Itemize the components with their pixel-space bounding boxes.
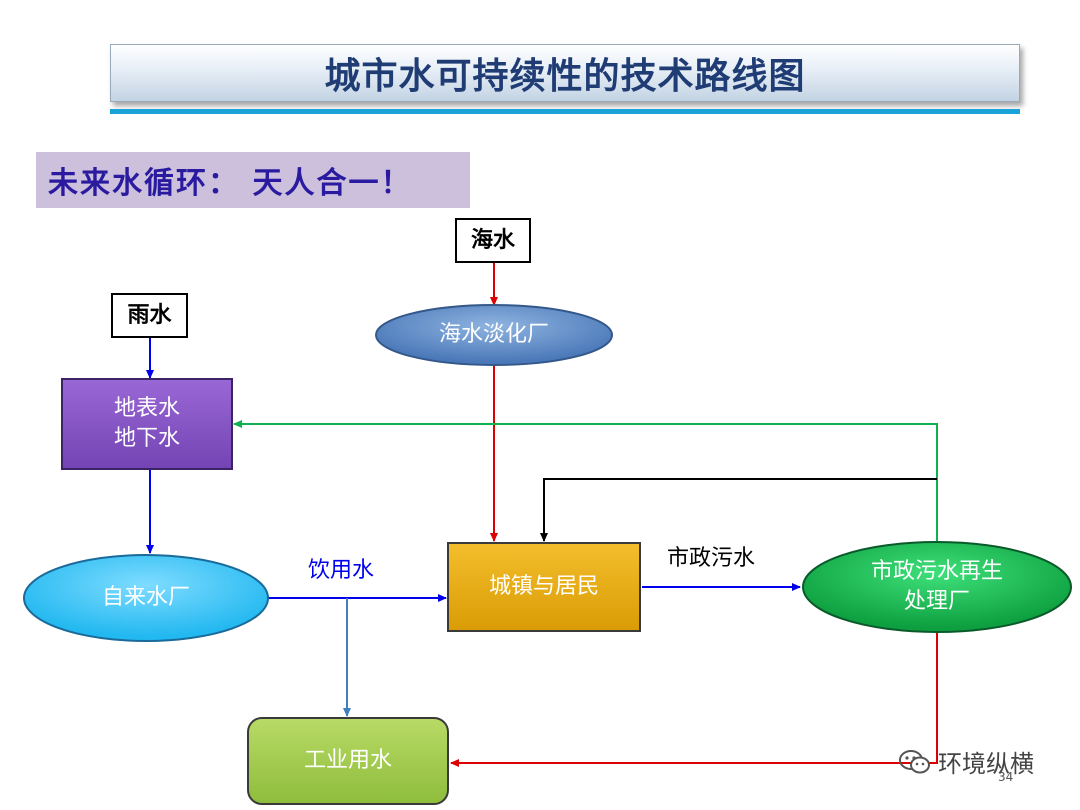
drinking-water-label: 饮用水 [308, 558, 375, 583]
surface-groundwater-shape [61, 378, 233, 470]
subtitle: 未来水循环： 天人合一！ [48, 166, 413, 201]
waterworks-label: 自来水厂 [101, 585, 190, 611]
wechat-icon [899, 749, 930, 773]
reclaim-label-line2: 处理厂 [903, 589, 970, 614]
arrow-reclaim-to-town [540, 478, 937, 542]
arrow-reclaim-to-surface [233, 420, 938, 541]
surface-water-label: 地表水 [113, 396, 180, 422]
municipal-sewage-label: 市政污水 [667, 546, 756, 571]
industrial-water: 工业用水 [248, 718, 448, 804]
town-label: 城镇与居民 [488, 574, 599, 600]
page-number: 34 [998, 770, 1014, 784]
seawater-label: 海水 [470, 227, 515, 253]
waterworks-shape [23, 554, 269, 642]
reclaim-plant: 市政污水再生 处理厂 [803, 542, 1071, 632]
desalination-plant-shape [375, 304, 613, 366]
seawater-box: 海水 [455, 218, 531, 263]
title-underline [110, 109, 1020, 114]
title-banner: 城市水可持续性的技术路线图 [110, 44, 1020, 102]
desalination-label: 海水淡化厂 [438, 322, 549, 348]
subtitle-banner: 未来水循环： 天人合一！ [36, 152, 470, 208]
groundwater-label: 地下水 [113, 426, 180, 451]
industrial-label: 工业用水 [303, 748, 392, 774]
desalination-plant: 海水淡化厂 [376, 305, 612, 365]
rain-label: 雨水 [127, 302, 172, 328]
watermark-text: 环境纵横 [938, 750, 1034, 778]
town-shape [447, 542, 641, 632]
rain-box: 雨水 [111, 293, 188, 338]
town-residents: 城镇与居民 [448, 543, 640, 631]
arrow-reclaim-to-industrial [450, 632, 938, 767]
reclaim-plant-shape [802, 541, 1072, 633]
waterworks: 自来水厂 [24, 555, 268, 641]
industrial-shape [247, 717, 449, 805]
surface-groundwater: 地表水 地下水 [62, 379, 232, 469]
page-title: 城市水可持续性的技术路线图 [324, 56, 806, 97]
watermark: 环境纵横 [898, 744, 1034, 779]
reclaim-label-line1: 市政污水再生 [870, 559, 1003, 585]
